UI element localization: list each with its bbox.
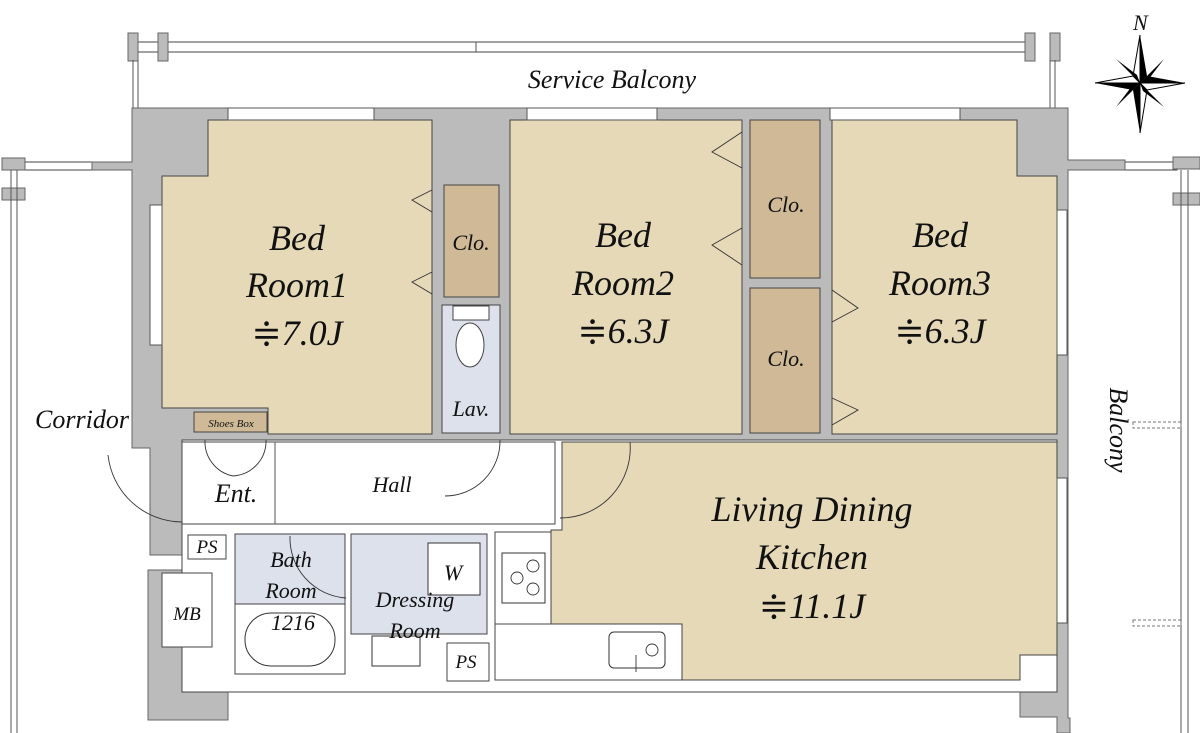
hall[interactable]	[181, 441, 556, 525]
service-balcony-railing	[127, 32, 1061, 108]
stove-icon	[501, 552, 546, 604]
corridor-railing	[1, 157, 94, 733]
entrance-label: Ent.	[214, 479, 258, 508]
ldk-area: ≑11.1J	[759, 586, 867, 626]
washbasin-icon	[371, 635, 421, 667]
sink-icon	[608, 631, 666, 672]
corridor-label: Corridor	[35, 405, 130, 434]
bedroom-1[interactable]	[161, 119, 433, 435]
ldk-title: Living Dining	[710, 489, 912, 529]
shoes-box-label: Shoes Box	[208, 418, 254, 430]
bedroom-2-title: Bed	[595, 215, 652, 255]
compass-icon	[1094, 34, 1186, 134]
windows	[149, 107, 1068, 624]
washer-icon	[427, 542, 481, 596]
bath-room-size: 1216	[271, 610, 315, 635]
closet-2[interactable]	[749, 119, 821, 279]
pipe-space-1	[187, 534, 227, 560]
balcony-railing	[1124, 156, 1200, 733]
bedroom-2-area: ≑6.3J	[577, 311, 670, 351]
bedroom-3-name: Room3	[888, 263, 991, 303]
balcony-label: Balcony	[1104, 387, 1133, 473]
ldk-name: Kitchen	[755, 537, 868, 577]
washer-label: W	[444, 560, 464, 585]
bedroom-3[interactable]	[831, 119, 1058, 435]
bedroom-3-area: ≑6.3J	[894, 311, 987, 351]
compass-north-label: N	[1132, 10, 1149, 35]
bedroom-1-title: Bed	[269, 218, 326, 258]
meter-box	[161, 572, 213, 648]
bathtub-icon	[244, 612, 336, 667]
hall-label: Hall	[371, 472, 411, 497]
pipe-space-1-label: PS	[195, 537, 218, 558]
dressing-room-title: Dressing	[375, 587, 455, 612]
lavatory-label: Lav.	[452, 396, 490, 421]
pipe-space-2	[446, 642, 490, 682]
bedroom-3-title: Bed	[912, 215, 969, 255]
bath-room-name: Room	[264, 578, 316, 603]
closet-3-label: Clo.	[767, 346, 804, 371]
bedroom-2-name: Room2	[571, 263, 674, 303]
bedroom-2[interactable]	[509, 119, 743, 435]
closet-2-label: Clo.	[767, 192, 804, 217]
meter-box-label: MB	[172, 604, 201, 625]
closet-3[interactable]	[749, 287, 821, 434]
doors	[107, 131, 859, 599]
bath-room-title: Bath	[270, 547, 312, 572]
bedroom-1-area: ≑7.0J	[251, 313, 344, 353]
closet-1-label: Clo.	[452, 230, 489, 255]
dressing-room-name: Room	[388, 618, 440, 643]
pipe-space-2-label: PS	[454, 652, 477, 673]
service-balcony-label: Service Balcony	[528, 65, 697, 94]
bedroom-1-name: Room1	[245, 265, 348, 305]
closet-1[interactable]	[443, 184, 500, 298]
shoes-box	[193, 411, 268, 433]
toilet-icon	[452, 305, 490, 368]
